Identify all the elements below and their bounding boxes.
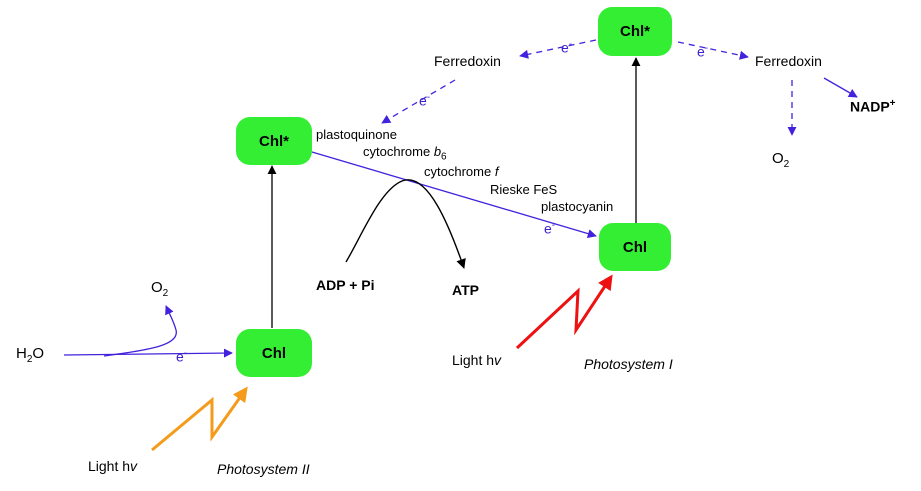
photosystem-2-label: Photosystem II	[217, 461, 310, 477]
adp-pi-label: ADP + Pi	[316, 277, 375, 293]
dashed-to-ferredoxin-left	[519, 39, 597, 59]
electron-label-mid-left: e-	[419, 92, 431, 109]
ferredoxin-left-label: Ferredoxin	[434, 53, 501, 69]
o2-right-label: O2	[772, 150, 790, 170]
electron-label-top-left: e-	[561, 39, 573, 56]
h2o-label: H2O	[16, 345, 45, 365]
light-ps1-bolt	[515, 274, 613, 350]
carrier-plastocyanin: plastocyanin	[541, 199, 614, 214]
dashed-to-ferredoxin-right	[677, 41, 749, 60]
ferredoxin-right-label: Ferredoxin	[755, 53, 822, 69]
dashed-to-chl-ps2-excited	[381, 79, 456, 124]
chl-ps1-node: Chl	[599, 223, 671, 271]
photosystem-1-label: Photosystem I	[584, 356, 673, 372]
o2-left-label: O2	[151, 279, 169, 299]
carrier-cytochrome-f: cytochrome f	[424, 164, 499, 179]
light-ps1-label: Light hv	[452, 352, 502, 368]
chl-ps2-node: Chl	[236, 329, 312, 377]
carrier-cytochrome-b6: cytochrome b6	[363, 144, 447, 163]
electron-label-top-right: e-	[697, 43, 709, 60]
chl-ps1-excited-node: Chl*	[598, 7, 672, 56]
nadp-label: NADP+	[850, 98, 896, 115]
chl-ps2-excited-node: Chl*	[236, 117, 312, 165]
electron-label-ps2-input: e-	[176, 348, 188, 365]
atp-label: ATP	[452, 282, 479, 298]
nadp-arrow	[823, 77, 858, 98]
carrier-rieske-fes: Rieske FeS	[490, 182, 558, 197]
carrier-plastoquinone: plastoquinone	[316, 127, 397, 142]
water-line	[63, 348, 233, 358]
electron-transport-line	[311, 151, 597, 239]
electron-label-chain: e-	[544, 220, 556, 237]
light-ps2-label: Light hv	[88, 458, 138, 474]
atp-synthesis-arrow	[345, 179, 466, 269]
o2-release-arrow	[103, 305, 177, 357]
light-ps2-bolt	[151, 386, 248, 452]
